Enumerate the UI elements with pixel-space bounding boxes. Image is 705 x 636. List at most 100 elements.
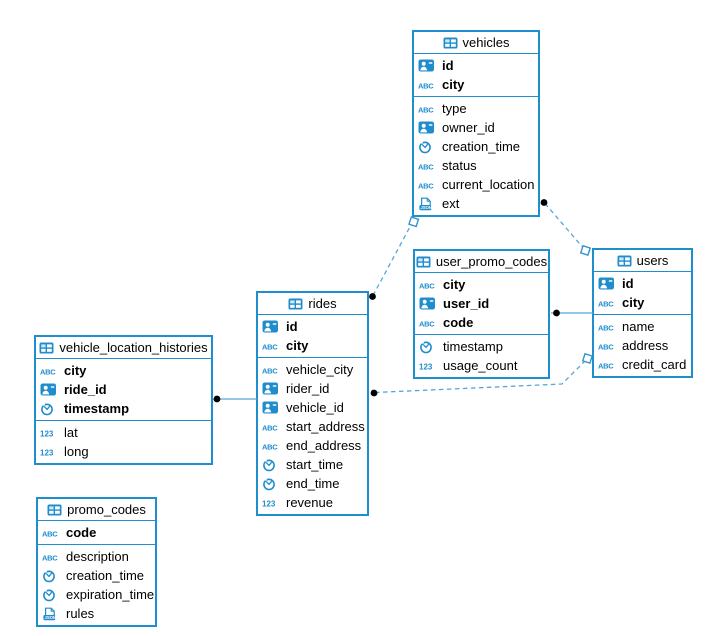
table-title: rides: [308, 296, 337, 311]
table-grid-icon: [443, 37, 458, 49]
table-header[interactable]: user_promo_codes: [415, 251, 548, 273]
id-card-icon: [598, 277, 618, 290]
svg-text:ABC: ABC: [598, 299, 614, 308]
table-title: vehicle_location_histories: [59, 340, 208, 355]
column-status[interactable]: ABC status: [414, 156, 538, 175]
clock-icon: [419, 340, 439, 354]
table-header[interactable]: rides: [258, 293, 367, 315]
abc-text-icon: ABC: [418, 179, 438, 191]
column-label: id: [442, 58, 454, 73]
column-rider_id[interactable]: rider_id: [258, 379, 367, 398]
column-city[interactable]: ABC city: [594, 293, 691, 312]
column-label: timestamp: [64, 401, 130, 416]
table-header[interactable]: promo_codes: [38, 499, 155, 521]
column-label: city: [622, 295, 645, 310]
svg-text:ABC: ABC: [262, 442, 278, 451]
abc-text-icon: ABC: [262, 340, 282, 352]
column-creation_time[interactable]: creation_time: [414, 137, 538, 156]
svg-text:ABC: ABC: [418, 81, 434, 90]
column-id[interactable]: id: [594, 274, 691, 293]
column-label: creation_time: [442, 139, 521, 154]
svg-text:123: 123: [262, 499, 276, 508]
relation-rides-vehicles[interactable]: [372, 224, 412, 296]
svg-text:ABC: ABC: [598, 323, 614, 332]
abc-text-icon: ABC: [598, 340, 618, 352]
endpoint-dot: [213, 395, 221, 403]
table-grid-icon: [47, 504, 62, 516]
endpoint-dot: [370, 389, 378, 397]
numeric-123-icon: 123: [40, 446, 60, 458]
column-end_time[interactable]: end_time: [258, 474, 367, 493]
abc-text-icon: ABC: [598, 297, 618, 309]
column-user_id[interactable]: user_id: [415, 294, 548, 313]
column-label: id: [622, 276, 634, 291]
column-ride_id[interactable]: ride_id: [36, 380, 211, 399]
section-divider: [36, 420, 211, 421]
abc-text-icon: ABC: [418, 79, 438, 91]
column-owner_id[interactable]: owner_id: [414, 118, 538, 137]
column-start_address[interactable]: ABC start_address: [258, 417, 367, 436]
table-title: user_promo_codes: [435, 254, 548, 269]
column-id[interactable]: id: [258, 317, 367, 336]
svg-text:ABC: ABC: [262, 366, 278, 375]
column-id[interactable]: id: [414, 56, 538, 75]
svg-text:ABC: ABC: [40, 367, 56, 376]
svg-text:ABC: ABC: [262, 423, 278, 432]
abc-text-icon: ABC: [40, 365, 60, 377]
column-label: creation_time: [66, 568, 145, 583]
column-start_time[interactable]: start_time: [258, 455, 367, 474]
svg-text:ABC: ABC: [418, 162, 434, 171]
column-label: city: [443, 277, 466, 292]
column-label: status: [442, 158, 477, 173]
table-header[interactable]: users: [594, 250, 691, 272]
svg-text:JSON: JSON: [45, 615, 56, 620]
clock-icon: [42, 588, 62, 602]
table-grid-icon: [416, 256, 431, 268]
relation-vehicles-users[interactable]: [544, 203, 583, 247]
abc-text-icon: ABC: [598, 321, 618, 333]
column-timestamp[interactable]: timestamp: [415, 337, 548, 356]
column-creation_time[interactable]: creation_time: [38, 566, 155, 585]
column-vehicle_id[interactable]: vehicle_id: [258, 398, 367, 417]
column-timestamp[interactable]: timestamp: [36, 399, 211, 418]
table-header[interactable]: vehicle_location_histories: [36, 337, 211, 359]
column-label: ext: [442, 196, 460, 211]
column-label: start_address: [286, 419, 365, 434]
column-expiration_time[interactable]: expiration_time: [38, 585, 155, 604]
table-header[interactable]: vehicles: [414, 32, 538, 54]
abc-text-icon: ABC: [419, 279, 439, 291]
column-city[interactable]: ABC city: [415, 275, 548, 294]
table-grid-icon: [288, 298, 303, 310]
table-title: users: [636, 253, 669, 268]
svg-text:123: 123: [40, 429, 54, 438]
